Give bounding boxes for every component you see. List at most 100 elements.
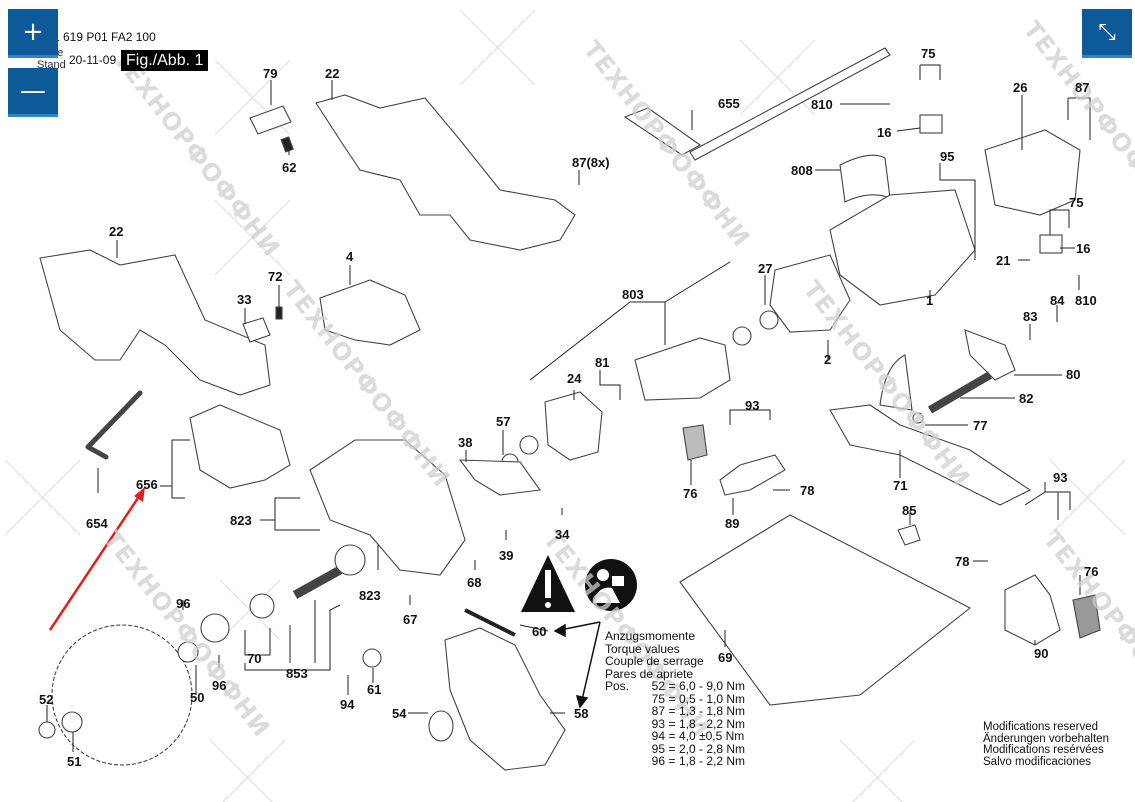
part-22-handle: [39, 249, 271, 396]
torque-values-table: Anzugsmomente Torque values Couple de se…: [605, 630, 745, 768]
part-label: 654: [86, 516, 108, 531]
zoom-in-button[interactable]: +: [8, 9, 58, 58]
part-label: 94: [340, 697, 355, 712]
issue-date: 20-11-09: [69, 53, 117, 67]
minus-icon: —: [20, 76, 46, 106]
part-label: 75: [1069, 195, 1084, 210]
part-16-brush-holder-b: [1039, 234, 1063, 254]
torque-pos: 52: [651, 679, 665, 693]
part-52-bolt: [38, 721, 56, 739]
part-label: 67: [403, 612, 418, 627]
exit-fullscreen-button[interactable]: ⤡: [1082, 9, 1132, 58]
part-label: 78: [800, 483, 815, 498]
zoom-out-button[interactable]: —: [8, 68, 58, 117]
part-label: 58: [574, 706, 589, 721]
part-label: 823: [230, 513, 252, 528]
part-label: 21: [996, 253, 1011, 268]
part-label: 72: [268, 269, 283, 284]
part-655-rule: [689, 47, 891, 161]
torque-value: 4,0 ±0,5 Nm: [679, 729, 745, 743]
part-label: 77: [973, 418, 988, 433]
torque-value: 1,3 - 1,8 Nm: [679, 704, 746, 718]
torque-title-es: Pares de apriete: [605, 666, 694, 681]
document-code: 1 619 P01 FA2 100: [53, 30, 156, 44]
part-label: 69: [718, 650, 733, 665]
part-label: 656: [136, 477, 158, 492]
part-label: 76: [683, 486, 698, 501]
torque-row: Pos.52=6,0 - 9,0 Nm: [605, 679, 746, 693]
part-82-bolt: [927, 371, 993, 414]
part-label: 22: [325, 66, 340, 81]
part-label: 78: [955, 554, 970, 569]
highlight-arrow: [48, 487, 145, 631]
part-label: 24: [567, 371, 582, 386]
part-77-washer: [912, 412, 924, 424]
part-803-bearing: [732, 326, 752, 346]
part-label: 76: [1084, 564, 1099, 579]
torque-row: 87=1,3 - 1,8 Nm: [605, 705, 745, 718]
part-76-knob-b: [1072, 594, 1101, 639]
torque-row: 95=2,0 - 2,8 Nm: [605, 741, 745, 756]
part-80-lever: [964, 329, 1016, 381]
part-label: 4: [346, 249, 354, 264]
part-saw-blade: [51, 624, 193, 766]
part-label: 89: [725, 516, 740, 531]
collapse-arrows-icon: ⤡: [1098, 19, 1116, 45]
watermark-crosses: [4, 9, 1126, 802]
part-71-arm: [829, 404, 1032, 506]
part-26-end-cap: [984, 129, 1081, 216]
part-outlines: [38, 47, 1101, 771]
part-label: 81: [595, 355, 610, 370]
torque-title-en: Torque values: [605, 641, 680, 656]
modifications-de: Änderungen vorbehalten: [983, 732, 1109, 745]
part-4-switch: [319, 279, 421, 346]
part-76-knob-a: [682, 424, 708, 461]
modifications-fr: Modifications resérvées: [983, 744, 1104, 756]
torque-row: 96=1,8 - 2,2 Nm: [605, 755, 745, 768]
part-spindle: [292, 566, 343, 599]
part-label: 87: [1075, 80, 1090, 95]
torque-row: 94=4,0 ±0,5 Nm: [605, 730, 745, 743]
warning-pointer-arrows: [553, 621, 601, 709]
torque-pos: 94: [651, 729, 665, 743]
part-label: 1: [926, 293, 934, 308]
torque-pos: 87: [651, 704, 665, 718]
torque-row: 93=1,8 - 2,2 Nm: [605, 717, 745, 731]
part-label: 60: [532, 624, 547, 639]
part-label: 57: [496, 414, 511, 429]
part-label: 38: [458, 435, 473, 450]
modifications-es: Salvo modificaciones: [983, 755, 1092, 768]
part-label: 810: [1075, 293, 1097, 308]
part-22-upper-housing: [315, 94, 576, 251]
part-label: 96: [176, 596, 191, 611]
part-label: 51: [67, 754, 82, 769]
part-label: 52: [39, 692, 54, 707]
part-72: [275, 306, 283, 320]
part-label: 39: [499, 548, 514, 563]
part-label: 79: [263, 66, 278, 81]
part-label: 87(8x): [572, 155, 610, 170]
part-label: 50: [190, 690, 205, 705]
part-label: 853: [286, 666, 308, 681]
part-27: [759, 310, 779, 330]
torque-title-fr: Couple de serrage: [605, 654, 704, 668]
part-label: 71: [893, 478, 908, 493]
part-label: 93: [1053, 470, 1068, 485]
part-label: 810: [811, 97, 833, 112]
part-803-bearing-front: [519, 435, 539, 455]
pos-label: Pos.: [605, 679, 630, 693]
part-656-chute: [189, 404, 291, 489]
modifications-notice: Modifications reserved Änderungen vorbeh…: [983, 721, 1109, 768]
part-2-field: [769, 254, 851, 333]
torque-title-de: Anzugsmomente: [605, 629, 696, 643]
read-manual-icon: [585, 559, 637, 611]
torque-pos: 95: [651, 741, 665, 756]
part-label: 85: [902, 503, 917, 518]
torque-pos: 75: [651, 691, 665, 706]
part-823-blade-guard: [309, 439, 466, 576]
part-label: 90: [1034, 646, 1049, 661]
part-label: 96: [212, 678, 227, 693]
part-1-motor-housing: [829, 189, 976, 306]
part-label: 33: [237, 292, 252, 307]
